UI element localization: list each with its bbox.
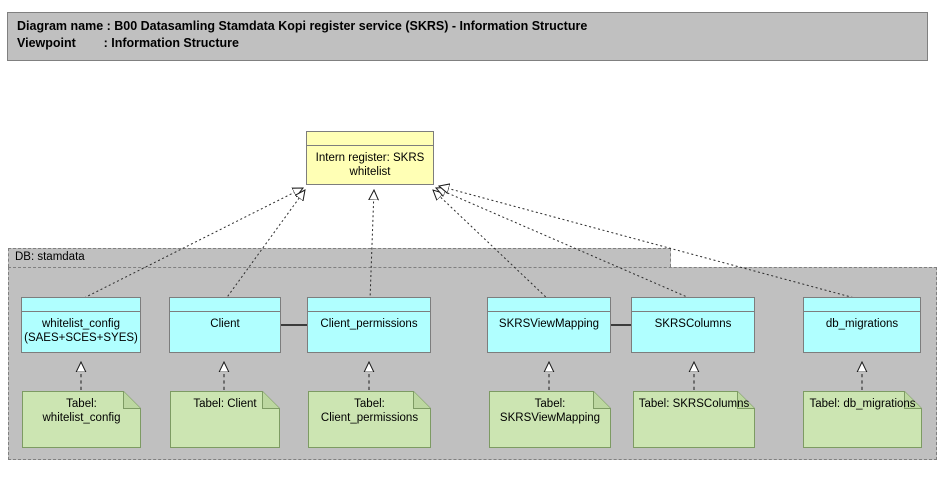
node-intern-register-skrs-whitelist[interactable]: Intern register: SKRS whitelist [306,131,434,185]
node-header-strip [22,298,140,312]
node-whitelist-config[interactable]: whitelist_config (SAES+SCES+SYES) [21,297,141,353]
node-label: db_migrations [825,318,899,330]
artifact-label: Tabel: db_migrations [809,398,916,410]
viewpoint-text: Viewpoint : Information Structure [17,36,240,50]
node-label: Client [210,318,240,330]
artifact-shape [489,391,611,448]
diagram-name-text: Diagram name : B00 Datasamling Stamdata … [17,19,588,33]
node-header-strip [488,298,610,312]
node-header-strip [632,298,754,312]
artifact-shape [170,391,280,448]
node-client-permissions[interactable]: Client_permissions [307,297,431,353]
group-tab-db-stamdata: DB: stamdata [8,248,671,267]
node-label: SKRSColumns [654,318,732,330]
artifact-shape [633,391,755,448]
artifact-label: Tabel: Client_permissions [320,398,419,424]
node-header-strip [170,298,280,312]
node-header-strip [307,132,433,146]
node-header-strip [308,298,430,312]
node-skrsviewmapping[interactable]: SKRSViewMapping [487,297,611,353]
artifact-shape [308,391,431,448]
artifact-tabel-client-permissions[interactable]: Tabel: Client_permissions [308,391,431,448]
node-label: SKRSViewMapping [498,318,600,330]
artifact-shape [22,391,141,448]
node-label: Intern register: SKRS whitelist [315,152,425,178]
group-body-db-stamdata [8,267,937,460]
group-label: DB: stamdata [15,251,85,263]
node-label: Client_permissions [320,318,418,330]
node-skrscolumns[interactable]: SKRSColumns [631,297,755,353]
artifact-label: Tabel: SKRSColumns [638,398,750,410]
artifact-label: Tabel: Client [193,398,257,410]
artifact-tabel-client[interactable]: Tabel: Client [170,391,280,448]
node-client[interactable]: Client [169,297,281,353]
viewpoint-line: Viewpoint : Information Structure [17,35,927,52]
node-label: whitelist_config (SAES+SCES+SYES) [24,318,138,344]
artifact-label: Tabel: SKRSViewMapping [499,398,601,424]
node-db-migrations[interactable]: db_migrations [803,297,921,353]
artifact-label: Tabel: whitelist_config [42,398,121,424]
artifact-tabel-whitelist-config[interactable]: Tabel: whitelist_config [22,391,141,448]
artifact-shape [803,391,922,448]
diagram-header-banner: Diagram name : B00 Datasamling Stamdata … [7,12,928,61]
artifact-tabel-db-migrations[interactable]: Tabel: db_migrations [803,391,922,448]
node-header-strip [804,298,920,312]
artifact-tabel-skrscolumns[interactable]: Tabel: SKRSColumns [633,391,755,448]
artifact-tabel-skrsviewmapping[interactable]: Tabel: SKRSViewMapping [489,391,611,448]
diagram-name-line: Diagram name : B00 Datasamling Stamdata … [17,18,927,35]
